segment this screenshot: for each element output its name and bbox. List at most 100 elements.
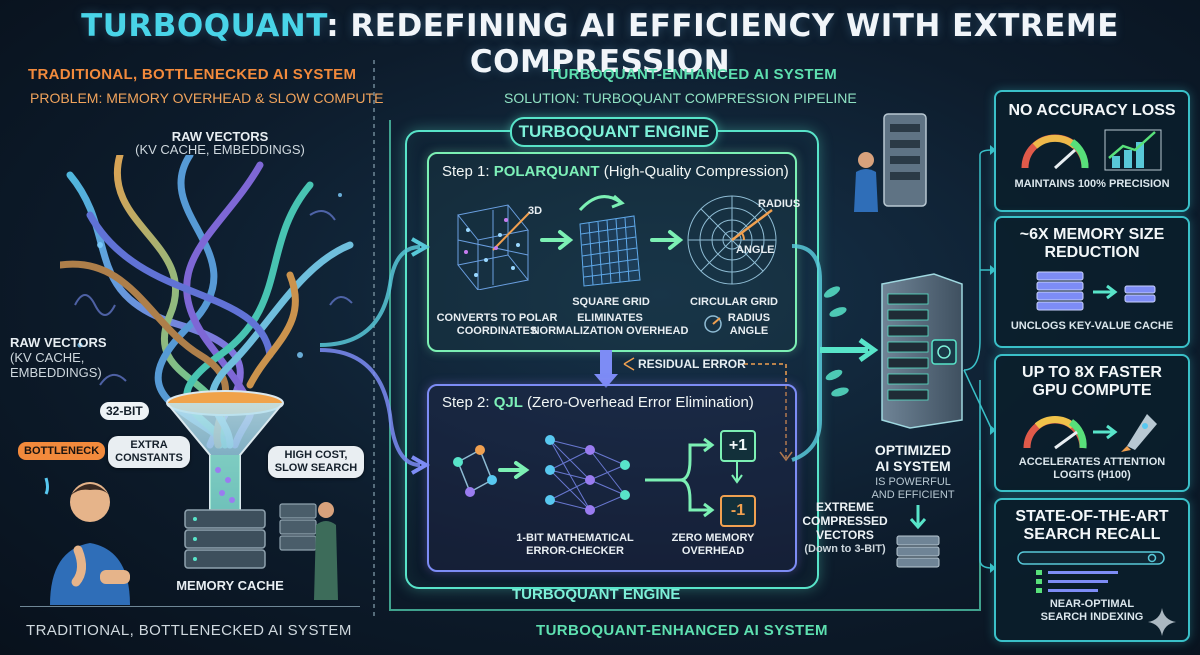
speed-title-1: UP TO 8X FASTER	[1022, 364, 1162, 381]
optimized-sub2: AND EFFICIENT	[871, 489, 955, 501]
circular-grid-icon	[687, 195, 777, 285]
residual-error-label: RESIDUAL ERROR	[638, 357, 746, 371]
middle-footer: TURBOQUANT-ENHANCED AI SYSTEM	[536, 622, 828, 639]
cap-checker: 1-BIT MATHEMATICAL ERROR-CHECKER	[510, 532, 640, 558]
raw-side-line3: EMBEDDINGS)	[10, 365, 102, 380]
step2-prefix: Step 2:	[442, 394, 494, 411]
funnel-icon	[166, 390, 284, 569]
qjl-network-icon	[453, 435, 743, 518]
left-problem: PROBLEM: MEMORY OVERHEAD & SLOW COMPUTE	[30, 90, 384, 106]
title-brand: TURBOQUANT	[81, 8, 327, 44]
result-card-accuracy: NO ACCURACY LOSS MAINTAINS 100% PRECISIO…	[994, 90, 1190, 212]
label-3d: 3D	[528, 205, 543, 217]
speed-desc-2: LOGITS (H100)	[1053, 469, 1131, 481]
cap-radius: RADIUS	[727, 312, 771, 324]
memory-desc: UNCLOGS KEY-VALUE CACHE	[1010, 320, 1174, 332]
left-footer-rule	[20, 606, 360, 607]
layers-icon	[1036, 271, 1156, 311]
cap-elim-2: NORMALIZATION OVERHEAD	[531, 325, 689, 337]
search-desc-1: NEAR-OPTIMAL	[1049, 598, 1135, 610]
raw-vectors-side: RAW VECTORS (KV CACHE, EMBEDDINGS)	[10, 335, 110, 380]
compressed-server-icon	[896, 535, 940, 568]
arrow-down-icon	[909, 505, 927, 530]
compressed-line2: COMPRESSED	[802, 514, 888, 528]
top-server-icon	[854, 113, 927, 212]
raw-vectors-top: RAW VECTORS (KV CACHE, EMBEDDINGS)	[120, 130, 320, 156]
step2-desc: (Zero-Overhead Error Elimination)	[522, 394, 754, 411]
memory-title-2: REDUCTION	[1044, 244, 1140, 261]
title-rest: : REDEFINING AI EFFICIENCY WITH EXTREME …	[326, 8, 1119, 80]
memory-cache-label: MEMORY CACHE	[176, 578, 284, 593]
optimized-sub: IS POWERFUL AND EFFICIENT	[858, 476, 968, 502]
speed-title-2: GPU COMPUTE	[1032, 382, 1152, 399]
gauge-icon	[1021, 129, 1162, 171]
radius-angle-icon	[704, 315, 722, 333]
compressed-line1: EXTREME	[815, 500, 874, 514]
middle-solution: SOLUTION: TURBOQUANT COMPRESSION PIPELIN…	[504, 90, 857, 106]
raw-side-title: RAW VECTORS	[10, 335, 107, 350]
output-flow-arrows	[791, 244, 879, 462]
optimized-line2: AI SYSTEM	[875, 458, 951, 474]
accuracy-title: NO ACCURACY LOSS	[1008, 102, 1176, 119]
panel-divider	[373, 60, 375, 620]
cap-elim-1: ELIMINATES	[577, 312, 643, 324]
page-title: TURBOQUANT: REDEFINING AI EFFICIENCY WIT…	[0, 8, 1200, 80]
cube-3d-icon	[457, 204, 531, 290]
high-cost-bubble: HIGH COST, SLOW SEARCH	[268, 446, 364, 478]
label-angle: ANGLE	[736, 244, 775, 256]
cap-checker-2: ERROR-CHECKER	[526, 545, 624, 557]
result-connectors	[963, 145, 996, 573]
raw-top-title: RAW VECTORS	[171, 129, 269, 144]
step1-desc: (High-Quality Compression)	[599, 163, 789, 180]
step2-title: Step 2: QJL (Zero-Overhead Error Elimina…	[442, 394, 754, 411]
cap-zero-1: ZERO MEMORY	[671, 532, 755, 544]
result-card-speed: UP TO 8X FASTER GPU COMPUTE ACCELERATES …	[994, 354, 1190, 492]
cost-line1: HIGH COST,	[284, 449, 348, 461]
plus-one-box: +1	[720, 430, 756, 462]
cap-angle: ANGLE	[729, 325, 769, 337]
bottleneck-tag: BOTTLENECK	[18, 442, 106, 460]
cap-polar-2: COORDINATES	[456, 325, 538, 337]
server-icon	[279, 502, 338, 600]
search-icon	[1017, 551, 1165, 593]
cap-zero: ZERO MEMORY OVERHEAD	[658, 532, 768, 558]
sparkle-icon	[1148, 608, 1176, 636]
label-radius: RADIUS	[758, 198, 801, 210]
engine-footer: TURBOQUANT ENGINE	[512, 586, 681, 603]
optimized-sub1: IS POWERFUL	[875, 476, 951, 488]
optimized-system-label: OPTIMIZED AI SYSTEM	[858, 442, 968, 474]
rocket-icon	[1023, 414, 1157, 452]
arrow-right-icon	[540, 230, 574, 250]
left-heading: TRADITIONAL, BOTTLENECKED AI SYSTEM	[28, 66, 357, 83]
compressed-line4: (Down to 3-BIT)	[804, 543, 886, 555]
cost-line2: SLOW SEARCH	[274, 462, 358, 474]
cap-polar: CONVERTS TO POLAR COORDINATES	[432, 312, 562, 338]
input-flow-arrows	[319, 237, 431, 475]
cap-square: SQUARE GRID	[572, 296, 650, 308]
step1-prefix: Step 1:	[442, 163, 494, 180]
engine-pill: TURBOQUANT ENGINE	[510, 117, 718, 147]
cap-checker-1: 1-BIT MATHEMATICAL	[516, 532, 634, 544]
optimized-line1: OPTIMIZED	[874, 442, 952, 458]
cap-elim: ELIMINATES NORMALIZATION OVERHEAD	[530, 312, 690, 338]
arrow-right-icon-2	[650, 230, 684, 250]
middle-heading: TURBOQUANT-ENHANCED AI SYSTEM	[548, 66, 837, 83]
extra-constants-bubble: EXTRA CONSTANTS	[108, 436, 190, 468]
bits-tag: 32-BIT	[100, 402, 149, 420]
compressed-vectors-label: EXTREME COMPRESSED VECTORS (Down to 3-BI…	[790, 500, 900, 556]
search-title-1: STATE-OF-THE-ART	[1015, 508, 1169, 525]
memory-title-1: ~6X MEMORY SIZE	[1019, 226, 1165, 243]
optimized-server-icon	[881, 273, 963, 429]
speed-desc-1: ACCELERATES ATTENTION	[1018, 456, 1166, 468]
extra-line2: CONSTANTS	[115, 452, 183, 464]
result-card-memory: ~6X MEMORY SIZE REDUCTION UNCLOGS KEY-VA…	[994, 216, 1190, 348]
step1-title: Step 1: POLARQUANT (High-Quality Compres…	[442, 163, 789, 180]
cap-radius-angle: RADIUS ANGLE	[724, 312, 774, 338]
extra-line1: EXTRA	[130, 439, 168, 451]
left-footer: TRADITIONAL, BOTTLENECKED AI SYSTEM	[26, 622, 352, 639]
cap-circular: CIRCULAR GRID	[690, 296, 778, 308]
step2-name: QJL	[493, 394, 523, 411]
raw-side-line2: (KV CACHE,	[10, 350, 85, 365]
step1-name: POLARQUANT	[493, 163, 600, 180]
person-icon	[44, 477, 130, 605]
